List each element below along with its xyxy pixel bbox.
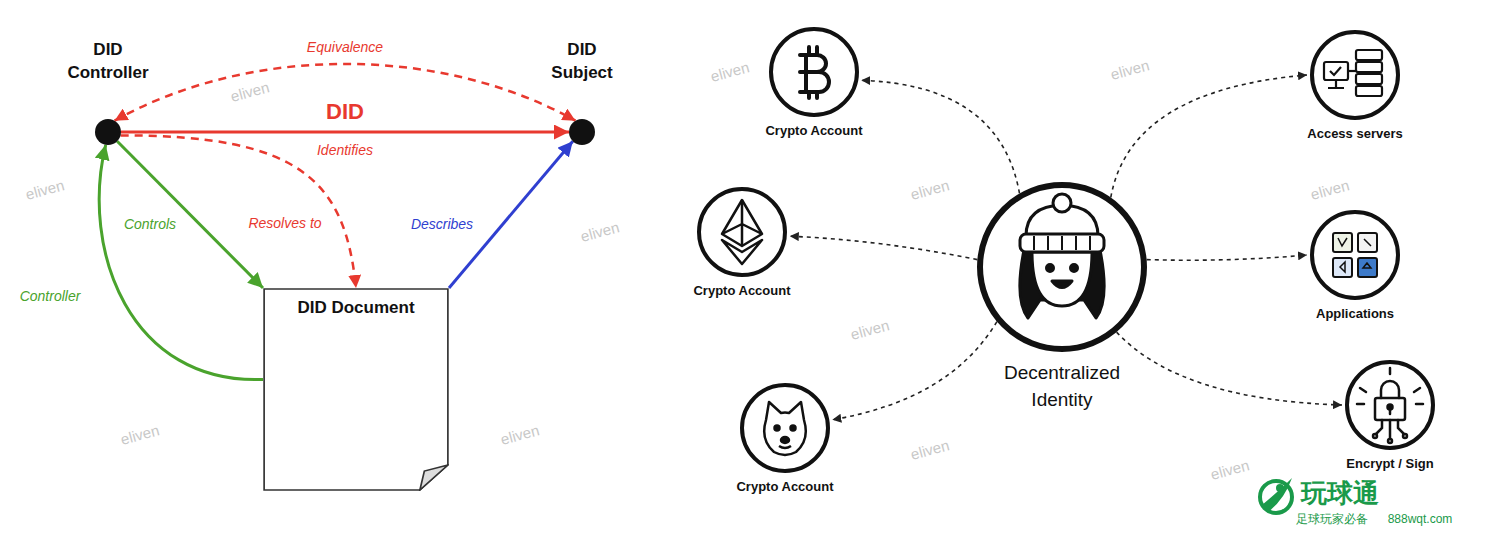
logo-slogan: 足球玩家必备 — [1296, 512, 1368, 526]
watermark: eliven — [24, 176, 67, 204]
server-icon — [1324, 50, 1382, 96]
person-avatar — [1020, 194, 1104, 318]
icon-caption: Decentralized Identity — [972, 360, 1152, 413]
bitcoin-icon — [800, 47, 829, 98]
icon-caption: Crypto Account — [693, 283, 790, 298]
connector — [861, 80, 1019, 193]
icon-caption: Crypto Account — [736, 479, 833, 494]
document-fold — [420, 465, 448, 490]
logo-url: 888wqt.com — [1388, 512, 1453, 526]
watermark: eliven — [1309, 176, 1352, 204]
watermark: eliven — [499, 421, 542, 449]
icon-circle: Access servers — [1310, 30, 1400, 120]
connector — [121, 131, 569, 134]
document-title: DID Document — [263, 298, 449, 318]
applications-icon — [1333, 233, 1377, 277]
watermark: eliven — [849, 316, 892, 344]
edge-label: Controller — [17, 288, 84, 305]
document-shape — [264, 289, 448, 490]
edge-label: Controls — [121, 216, 179, 233]
logo-mark — [1260, 478, 1292, 513]
icon-circle: Crypto Account — [697, 187, 787, 277]
edge-label: Identifies — [314, 142, 376, 159]
edge-label: Describes — [408, 216, 476, 233]
ethereum-icon — [722, 200, 762, 264]
watermark: eliven — [579, 218, 622, 246]
entity-label: DID Controller — [53, 39, 163, 85]
logo-title: 玩球通 — [1301, 478, 1379, 509]
watermark: eliven — [909, 176, 952, 204]
watermark: eliven — [119, 421, 162, 449]
edge-label: Equivalence — [304, 39, 386, 56]
connector — [117, 141, 263, 288]
icon-circle: Decentralized Identity — [977, 182, 1147, 352]
watermark: eliven — [1109, 56, 1152, 84]
watermark: eliven — [1209, 456, 1252, 484]
connector — [1117, 332, 1342, 405]
icon-caption: Crypto Account — [765, 123, 862, 138]
icon-circle: Applications — [1310, 210, 1400, 300]
connector — [449, 141, 573, 288]
watermark: eliven — [229, 78, 272, 106]
icon-caption: Access servers — [1307, 126, 1402, 141]
identifier-title: DID — [326, 99, 364, 125]
entity-dot: DID Subject — [569, 119, 595, 145]
document-box: DID Document — [263, 288, 449, 491]
edge-label: Resolves to — [245, 215, 324, 232]
entity-label: DID Subject — [537, 39, 627, 85]
icon-caption: Encrypt / Sign — [1346, 456, 1433, 471]
document-outline — [263, 288, 449, 491]
connector — [99, 145, 263, 380]
icon-caption: Applications — [1316, 306, 1394, 321]
doge-icon — [764, 402, 806, 455]
connector — [1147, 255, 1307, 260]
connector — [1111, 75, 1307, 197]
icon-circle: Crypto Account — [740, 383, 830, 473]
watermark: eliven — [709, 58, 752, 86]
lock-icon — [1357, 368, 1423, 443]
watermark: eliven — [909, 436, 952, 464]
connector — [790, 236, 978, 259]
icon-circle: Encrypt / Sign — [1345, 360, 1435, 450]
entity-dot: DID Controller — [95, 119, 121, 145]
icon-circle: Crypto Account — [769, 27, 859, 117]
